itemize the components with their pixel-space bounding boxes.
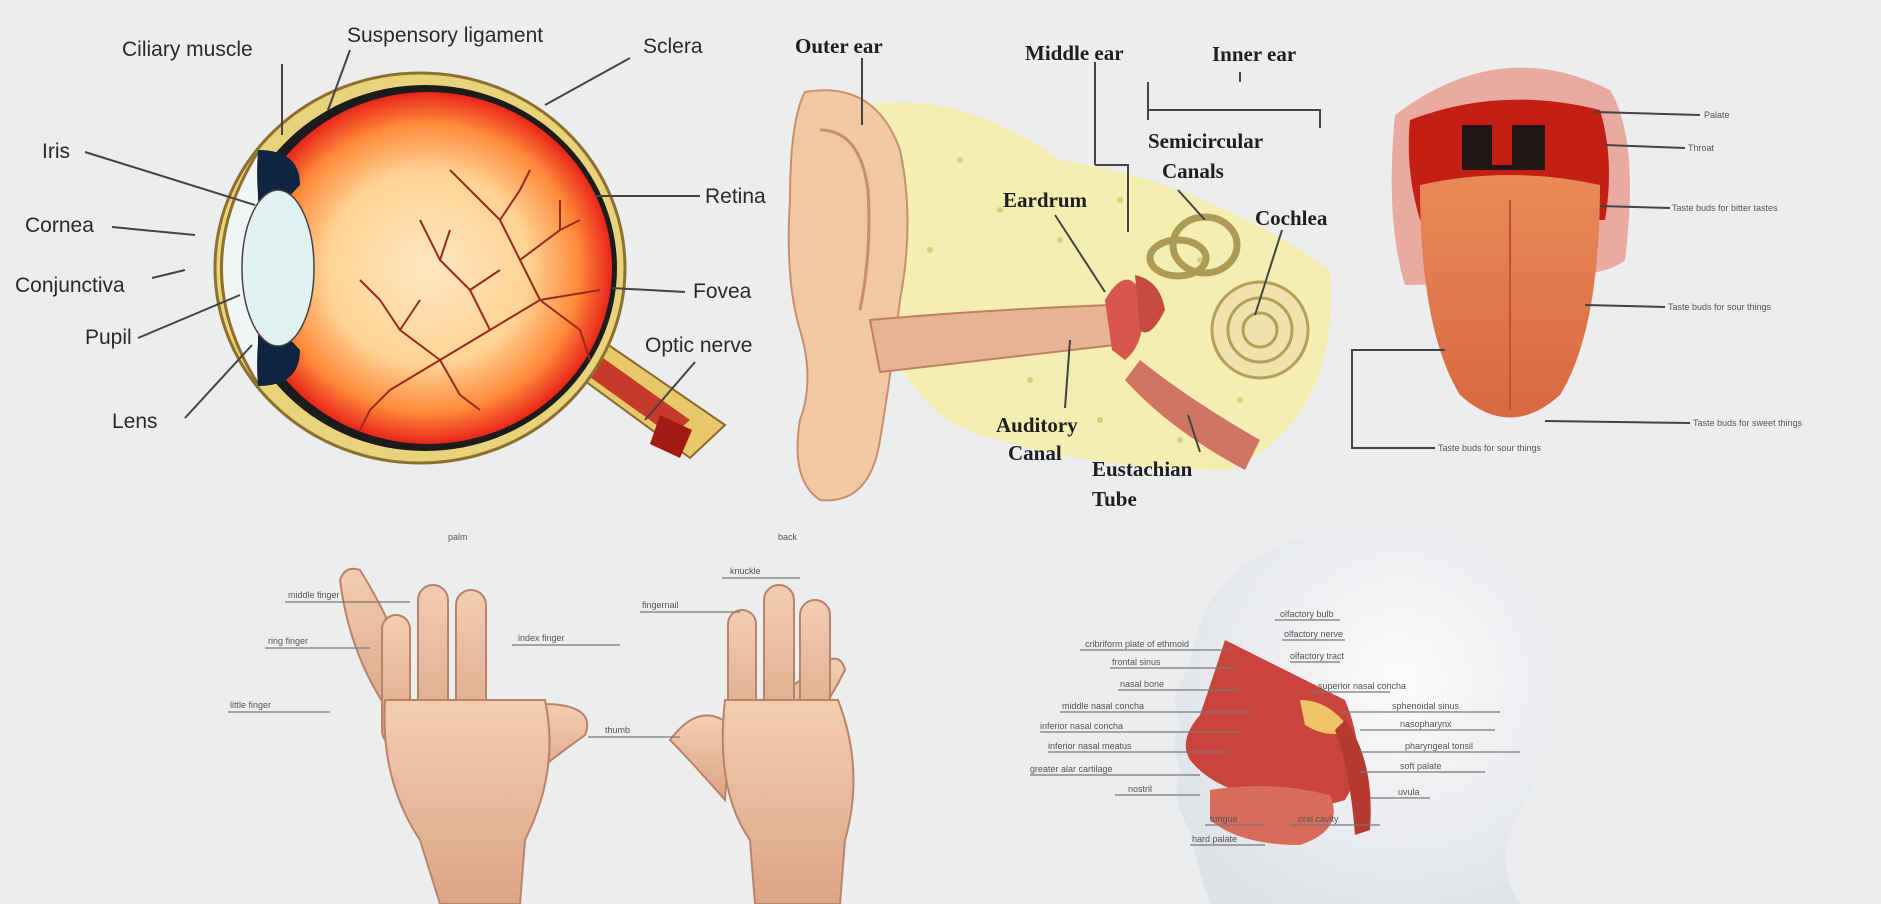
label-ring-finger: ring finger: [268, 636, 308, 646]
label-knuckle: knuckle: [730, 566, 761, 576]
hands-diagram: palm back middle: [228, 532, 854, 904]
label-sphenoidal-sinus: sphenoidal sinus: [1392, 701, 1460, 711]
label-sweet: Taste buds for sweet things: [1693, 418, 1803, 428]
back-hand-shape: [670, 585, 854, 904]
label-inner-ear: Inner ear: [1212, 42, 1296, 66]
hand-back-title: back: [778, 532, 798, 542]
palm-hand-shape: [340, 569, 587, 904]
label-suspensory-ligament: Suspensory ligament: [347, 24, 543, 47]
label-retina: Retina: [705, 185, 766, 208]
label-thumb: thumb: [605, 725, 630, 735]
label-sclera: Sclera: [643, 35, 703, 58]
label-nasopharynx: nasopharynx: [1400, 719, 1452, 729]
label-palate: Palate: [1704, 110, 1730, 120]
label-auditory: Auditory: [996, 413, 1078, 437]
label-tube: Tube: [1092, 487, 1137, 511]
label-pupil: Pupil: [85, 326, 132, 349]
lens-shape: [242, 190, 314, 346]
label-cornea: Cornea: [25, 214, 94, 237]
label-superior-concha: superior nasal concha: [1318, 681, 1406, 691]
label-olfactory-bulb: olfactory bulb: [1280, 609, 1334, 619]
nose-head-diagram: olfactory bulb olfactory nerve olfactory…: [1030, 530, 1551, 904]
label-canals: Canals: [1162, 159, 1224, 183]
label-inferior-meatus: inferior nasal meatus: [1048, 741, 1132, 751]
label-alar-cartilage: greater alar cartilage: [1030, 764, 1113, 774]
label-optic-nerve: Optic nerve: [645, 334, 752, 357]
ear-diagram: Outer ear Middle ear Inner ear Semicircu…: [789, 34, 1331, 511]
label-frontal-sinus: frontal sinus: [1112, 657, 1161, 667]
label-sour-side: Taste buds for sour things: [1668, 302, 1772, 312]
label-bitter: Taste buds for bitter tastes: [1672, 203, 1778, 213]
label-iris: Iris: [42, 140, 70, 163]
label-olfactory-tract: olfactory tract: [1290, 651, 1345, 661]
label-eustachian: Eustachian: [1092, 457, 1193, 481]
label-ciliary-muscle: Ciliary muscle: [122, 38, 253, 61]
label-nostril: nostril: [1128, 784, 1152, 794]
label-cochlea: Cochlea: [1255, 206, 1328, 230]
eye-diagram: Ciliary muscle Suspensory ligament Scler…: [15, 24, 766, 463]
label-hard-palate: hard palate: [1192, 834, 1237, 844]
label-middle-ear: Middle ear: [1025, 41, 1124, 65]
label-middle-concha: middle nasal concha: [1062, 701, 1144, 711]
label-uvula: uvula: [1398, 787, 1420, 797]
label-semicircular: Semicircular: [1148, 129, 1263, 153]
label-conjunctiva: Conjunctiva: [15, 274, 125, 297]
label-eardrum: Eardrum: [1003, 188, 1088, 212]
label-cribriform-plate: cribriform plate of ethmoid: [1085, 639, 1189, 649]
label-sour-back: Taste buds for sour things: [1438, 443, 1542, 453]
label-tongue-head: tongue: [1210, 814, 1238, 824]
label-middle-finger: middle finger: [288, 590, 340, 600]
label-outer-ear: Outer ear: [795, 34, 883, 58]
label-olfactory-nerve: olfactory nerve: [1284, 629, 1343, 639]
label-nasal-bone: nasal bone: [1120, 679, 1164, 689]
label-fingernail: fingernail: [642, 600, 679, 610]
label-oral-cavity: oral cavity: [1298, 814, 1339, 824]
label-lens: Lens: [112, 410, 158, 433]
tongue-diagram: Palate Throat Taste buds for bitter tast…: [1352, 68, 1803, 453]
label-index-finger: index finger: [518, 633, 565, 643]
label-little-finger: little finger: [230, 700, 271, 710]
label-throat: Throat: [1688, 143, 1715, 153]
label-pharyngeal-tonsil: pharyngeal tonsil: [1405, 741, 1473, 751]
hand-palm-title: palm: [448, 532, 468, 542]
pinna-shape: [789, 90, 908, 500]
label-inferior-concha: inferior nasal concha: [1040, 721, 1123, 731]
label-fovea: Fovea: [693, 280, 752, 303]
label-canal: Canal: [1008, 441, 1062, 465]
label-soft-palate: soft palate: [1400, 761, 1442, 771]
